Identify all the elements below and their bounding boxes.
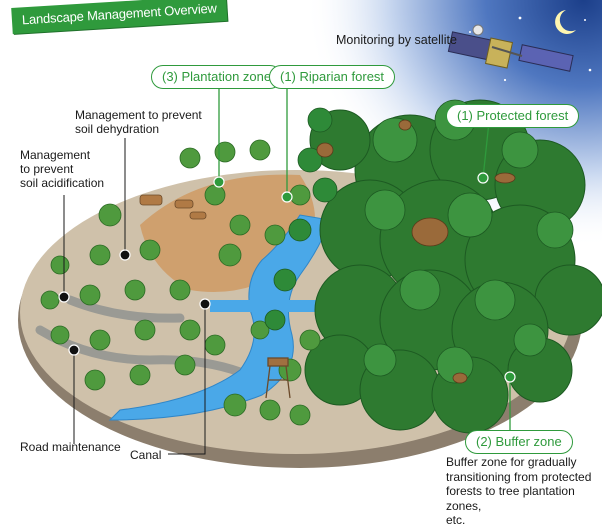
animals [316,119,516,384]
buffer-caption-line-2: transitioning from protected [446,469,592,484]
riparian-forest-label: (1) Riparian forest [269,65,396,89]
buffer-zone-label: (2) Buffer zone [465,430,573,454]
road-maintenance-label: Road maintenance [20,440,121,454]
soil-dehydration-line-2: soil dehydration [75,122,160,136]
canal-label: Canal [130,448,162,462]
green-leader-lines [218,87,511,435]
soil-acidification-line-1: Management [20,148,91,162]
soil-acidification-label: Management to prevent soil acidification [20,148,104,190]
watch-tower [265,357,291,399]
buffer-caption-line-3: forests to tree plantation zones, [446,484,575,513]
road [35,295,245,377]
timber-stacks [139,194,207,220]
buffer-caption-line-1: Buffer zone for gradually [446,455,577,469]
riparian-trees [264,107,338,331]
satellite-label: Monitoring by satellite [336,33,457,47]
soil-acidification-line-2: to prevent [20,162,74,176]
moon-icon [555,10,576,34]
soil-dehydration-line-1: Management to prevent [75,108,202,122]
callout-markers [58,172,516,383]
leader-lines [63,138,206,455]
soil-dehydration-label: Management to prevent soil dehydration [75,108,202,136]
plantation-zone-label: (3) Plantation zone [151,65,283,89]
satellite-icon [447,24,574,72]
protected-forest-label: (1) Protected forest [446,104,580,128]
river [108,214,331,421]
canal [210,300,330,312]
landscape-illustration [18,0,602,468]
soil-acidification-line-3: soil acidification [20,176,105,190]
plantation-trees [40,139,321,426]
buffer-caption-line-4: etc. [446,513,466,527]
